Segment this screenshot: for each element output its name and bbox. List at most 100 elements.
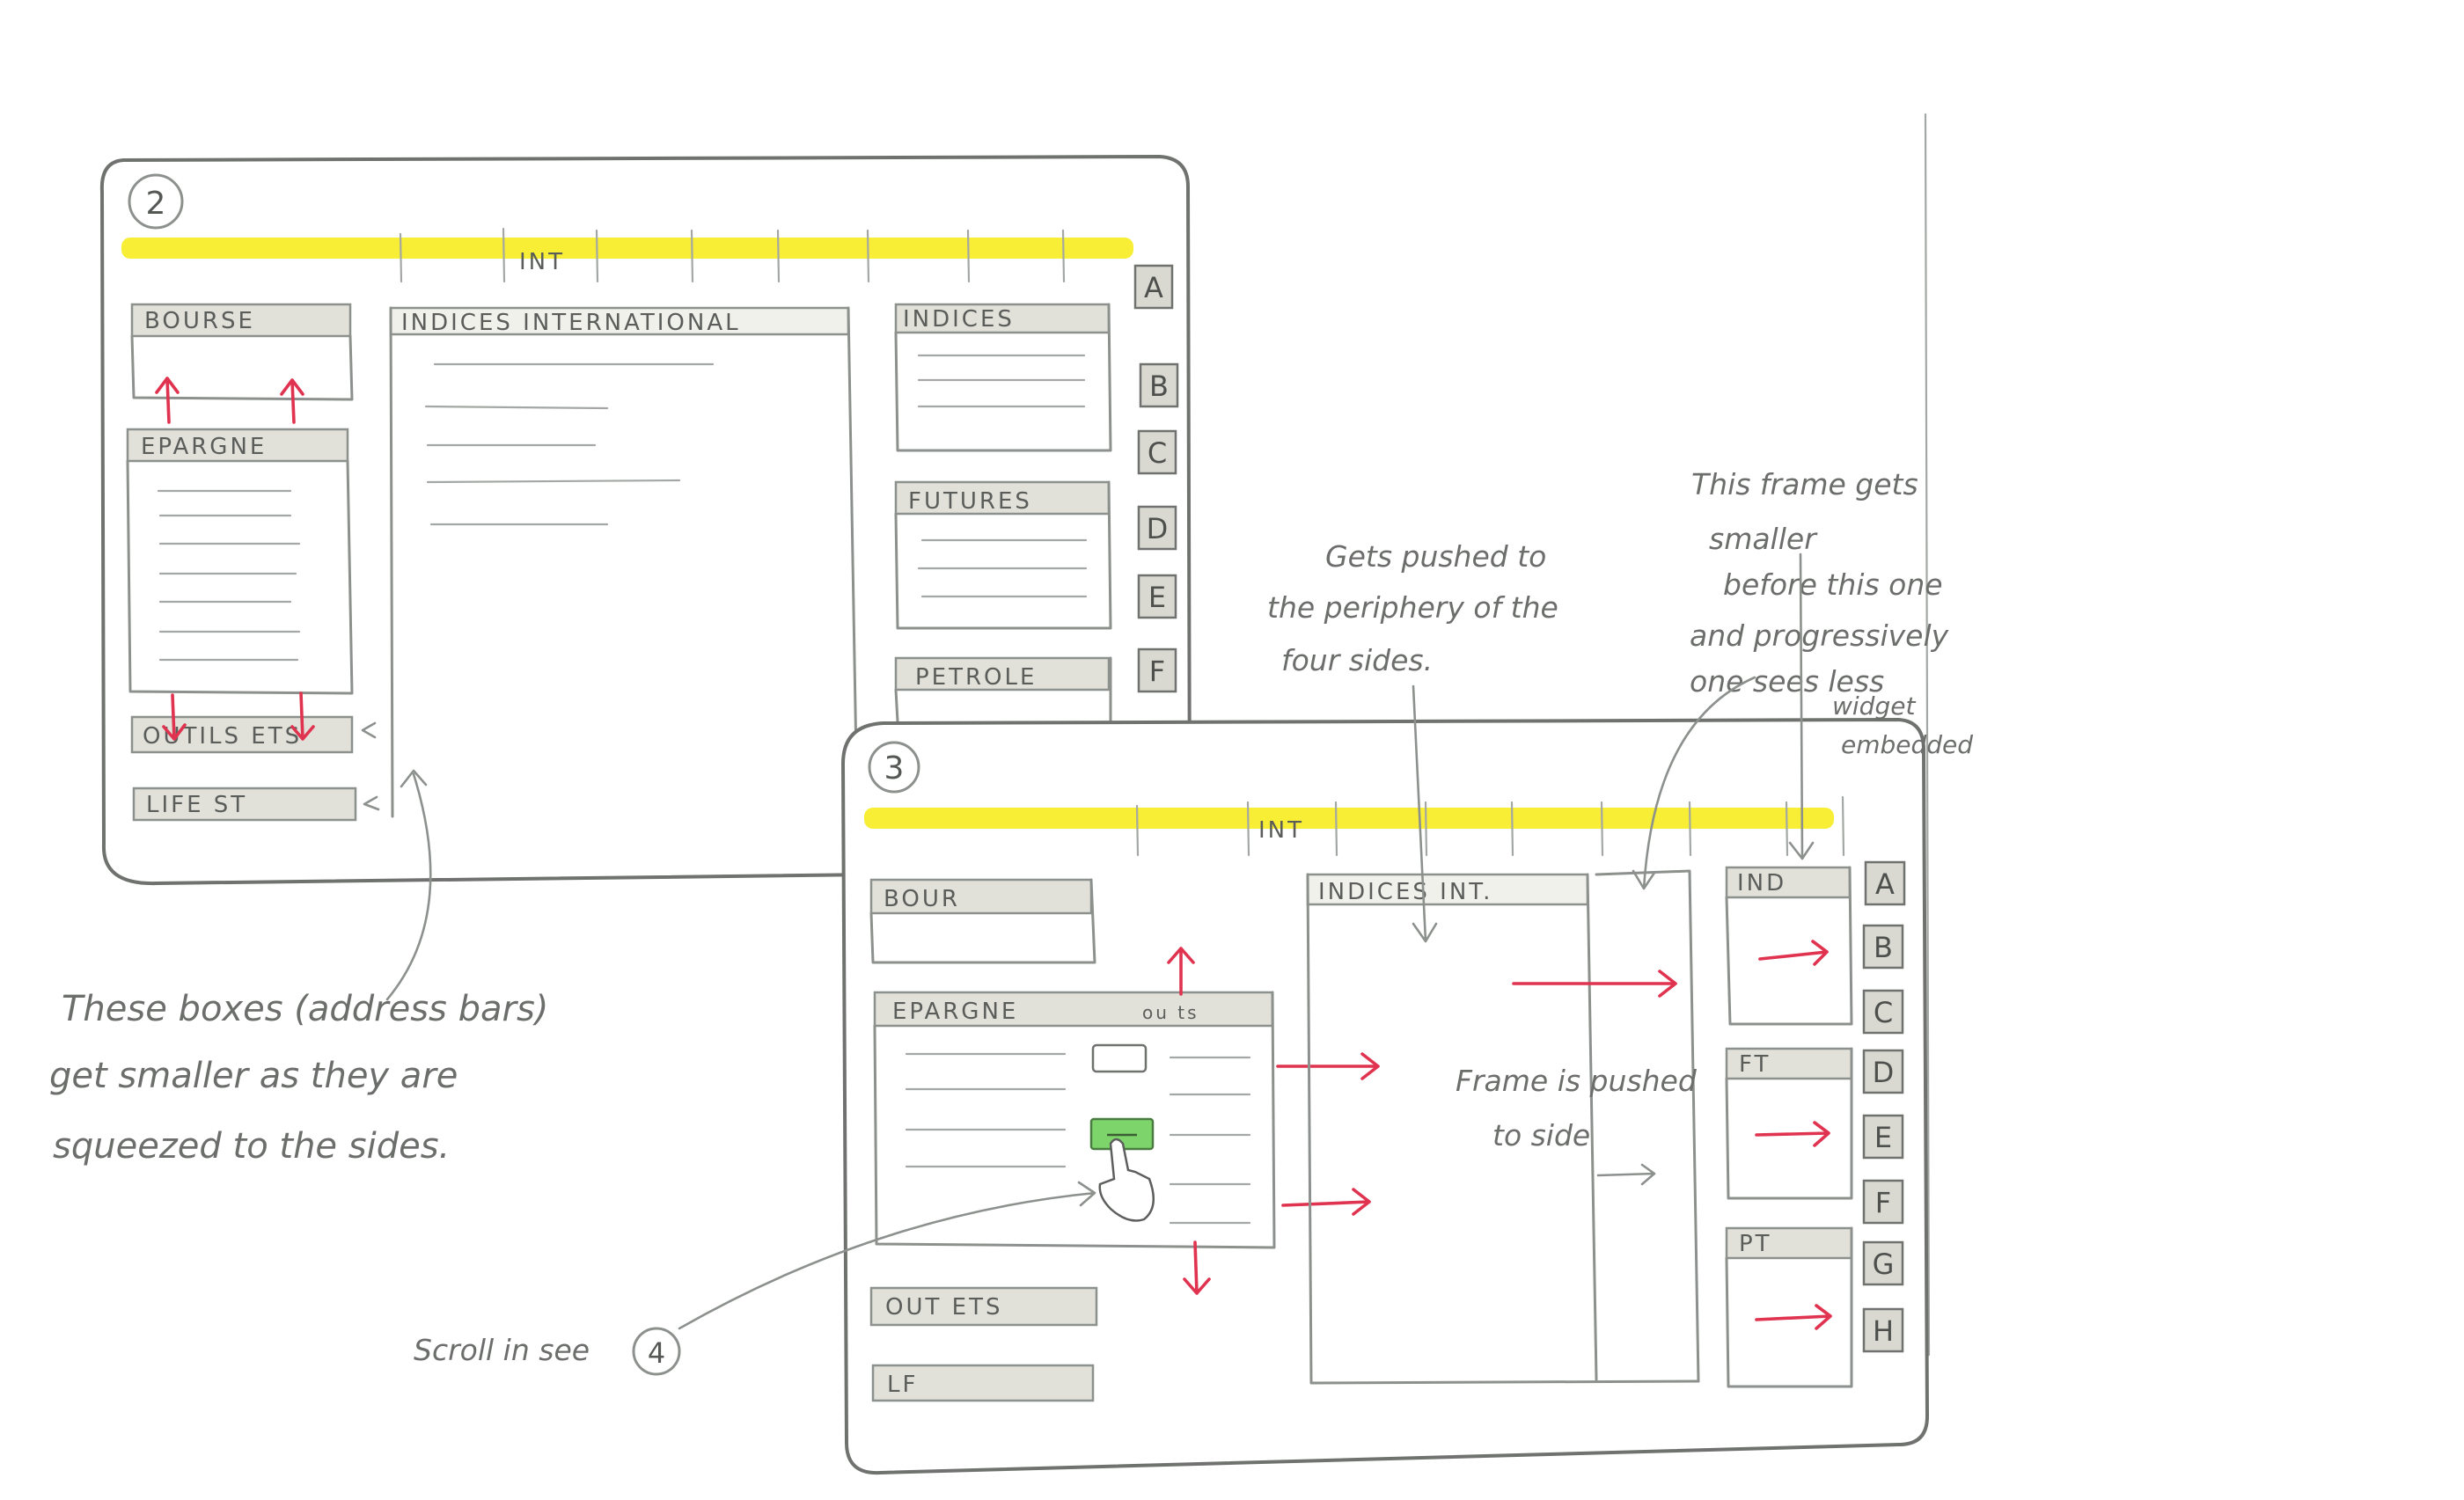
note-frame-smaller-line-6: widget	[1832, 691, 1916, 721]
frame-3-letter-d[interactable]: D	[1873, 1056, 1895, 1089]
frame-3: 3 INT BOUR EPARGNE ou ts	[840, 717, 1930, 1475]
frame-3-small-button[interactable]	[1091, 1043, 1148, 1073]
note-squeezed-line-2: get smaller as they are	[49, 1056, 458, 1096]
frame-2-bar-pointers	[361, 721, 380, 811]
frame-3-pt-bar[interactable]	[1725, 1226, 1853, 1260]
frame-2-number-circle	[128, 173, 184, 230]
frame-2-bourse-bar[interactable]	[130, 303, 352, 338]
frame-3-center-red-arrows	[1512, 970, 1677, 998]
frame-3-red-arrows	[1167, 947, 1380, 1295]
frame-2-futures-label: FUTURES	[908, 488, 1032, 515]
frame-2-center-box	[389, 306, 859, 818]
frame-3-side-letters: A B C D E F G H	[1862, 860, 1906, 1353]
frame-2-epargne-box	[126, 459, 354, 695]
frame-3-out-bar[interactable]	[869, 1286, 1098, 1327]
frame-2-petrole-label: PETROLE	[915, 664, 1037, 691]
frame-3-pt-box	[1725, 1226, 1853, 1388]
frame-3-tab-bar	[864, 808, 1834, 829]
frame-2-life-bar[interactable]	[132, 787, 357, 822]
frame-3-epargne-suffix: ou ts	[1142, 1002, 1199, 1023]
frame-3-left-column: BOUR EPARGNE ou ts OU	[869, 878, 1380, 1402]
frame-3-tab-label[interactable]: INT	[1258, 817, 1304, 844]
frame-2-petrole-box	[894, 656, 1112, 723]
frame-3-center-panel: INDICES INT.	[1306, 869, 1700, 1385]
frame-2-letter-d[interactable]: D	[1147, 512, 1169, 545]
frame-3-lf-label: LF	[887, 1372, 918, 1398]
frame-3-ind-bar[interactable]	[1725, 866, 1852, 899]
frame-3-epargne-lines	[905, 1052, 1251, 1225]
frame-2-indices-box	[894, 303, 1112, 452]
note-pushed-line-1: Gets pushed to	[1325, 539, 1546, 574]
frame-3-bour-box	[869, 878, 1096, 964]
frame-2-tab-label[interactable]: INT	[519, 249, 565, 275]
note-frame-pushed-line-2: to side	[1492, 1118, 1590, 1152]
frame-2-epargne-label: EPARGNE	[141, 434, 267, 460]
frame-3-ind-label: IND	[1737, 870, 1786, 896]
frame-3-letter-g[interactable]: G	[1873, 1248, 1895, 1281]
frame-3-epargne-bar[interactable]	[873, 991, 1274, 1028]
frame-2-epargne-bar[interactable]	[126, 428, 349, 463]
frame-3-right-red-arrows	[1755, 940, 1832, 1330]
frame-3-letter-c[interactable]: C	[1874, 996, 1893, 1029]
frame-2-letter-e[interactable]: E	[1148, 581, 1166, 614]
note-scroll-text: Scroll in see	[414, 1333, 590, 1367]
note-pushed: Gets pushed to the periphery of the four…	[1267, 539, 1558, 943]
frame-2-epargne-lines	[157, 489, 301, 662]
frame-2-side-letters: A B C D E F	[1133, 264, 1179, 693]
frame-2: 2 INT BOURSE EPARGNE	[99, 154, 1192, 886]
note-frame-smaller-line-3: before this one	[1723, 567, 1943, 602]
note-scroll-pointer	[678, 1181, 1096, 1330]
frame-2-outils-label: OUTILS ETS	[143, 723, 302, 750]
note-frame-smaller-line-2: smaller	[1709, 522, 1818, 556]
frame-2-center-lines	[424, 362, 715, 526]
frame-2-bourse-box	[130, 334, 354, 401]
frame-2-indices-label: INDICES	[903, 306, 1015, 333]
hand-cursor-icon	[1098, 1138, 1155, 1222]
frame-3-letter-h[interactable]: H	[1873, 1314, 1894, 1348]
note-squeezed: These boxes (address bars) get smaller a…	[49, 769, 548, 1167]
frame-3-pt-label: PT	[1739, 1231, 1772, 1257]
note-frame-pushed-line-1: Frame is pushed	[1456, 1064, 1698, 1098]
frame-3-ft-bar[interactable]	[1725, 1047, 1853, 1080]
frame-2-tab-bar	[121, 238, 1133, 259]
frame-2-bourse-label: BOURSE	[144, 308, 255, 334]
frame-2-petrole-bar[interactable]	[894, 656, 1111, 691]
frame-2-letter-b[interactable]: B	[1149, 370, 1169, 403]
frame-3-epargne-box	[873, 991, 1276, 1249]
note-scroll: Scroll in see 4	[414, 1181, 1096, 1376]
frame-3-lf-bar[interactable]	[871, 1364, 1095, 1402]
note-scroll-ref: 4	[648, 1336, 665, 1370]
frame-3-tab-dividers	[1135, 795, 1845, 857]
frame-2-letter-f[interactable]: F	[1149, 655, 1165, 688]
frame-3-right-column: IND FT PT	[1725, 866, 1853, 1388]
note-frame-smaller-pointer-2	[1632, 676, 1756, 890]
note-frame-pushed: Frame is pushed to side	[1456, 1064, 1698, 1186]
paper-margin-line	[1924, 113, 1931, 1357]
frame-2-left-column: BOURSE EPARGNE OUTILS ETS LIFE ST	[126, 303, 357, 822]
frame-3-number-circle	[868, 741, 920, 794]
frame-3-center-title: INDICES INT.	[1318, 879, 1492, 905]
frame-3-letter-f[interactable]: F	[1875, 1186, 1891, 1219]
frame-3-epargne-label: EPARGNE	[892, 999, 1018, 1025]
frame-3-outline	[840, 717, 1930, 1475]
frame-3-letter-a[interactable]: A	[1875, 867, 1895, 901]
frame-3-letter-e[interactable]: E	[1874, 1121, 1892, 1154]
note-frame-smaller-line-4: and progressively	[1690, 618, 1949, 653]
note-squeezed-line-3: squeezed to the sides.	[53, 1126, 450, 1167]
frame-2-outline	[99, 154, 1192, 886]
frame-2-letter-c[interactable]: C	[1148, 436, 1167, 470]
note-squeezed-pointer	[385, 769, 432, 1001]
frame-3-mid-box	[1595, 869, 1700, 1383]
note-frame-smaller-pointer-1	[1788, 552, 1815, 860]
frame-3-ft-label: FT	[1739, 1051, 1771, 1078]
frame-2-letter-a[interactable]: A	[1144, 271, 1163, 304]
note-frame-pushed-pointer	[1596, 1163, 1656, 1186]
frame-3-letter-b[interactable]: B	[1874, 931, 1893, 964]
frame-3-out-label: OUT ETS	[885, 1294, 1002, 1321]
frame-2-number: 2	[146, 186, 166, 222]
note-pushed-pointer	[1412, 684, 1438, 943]
note-squeezed-line-1: These boxes (address bars)	[62, 989, 548, 1029]
frame-2-right-column: INDICES FUTURES PETROLE	[894, 303, 1112, 723]
frame-2-life-label: LIFE ST	[146, 792, 247, 818]
